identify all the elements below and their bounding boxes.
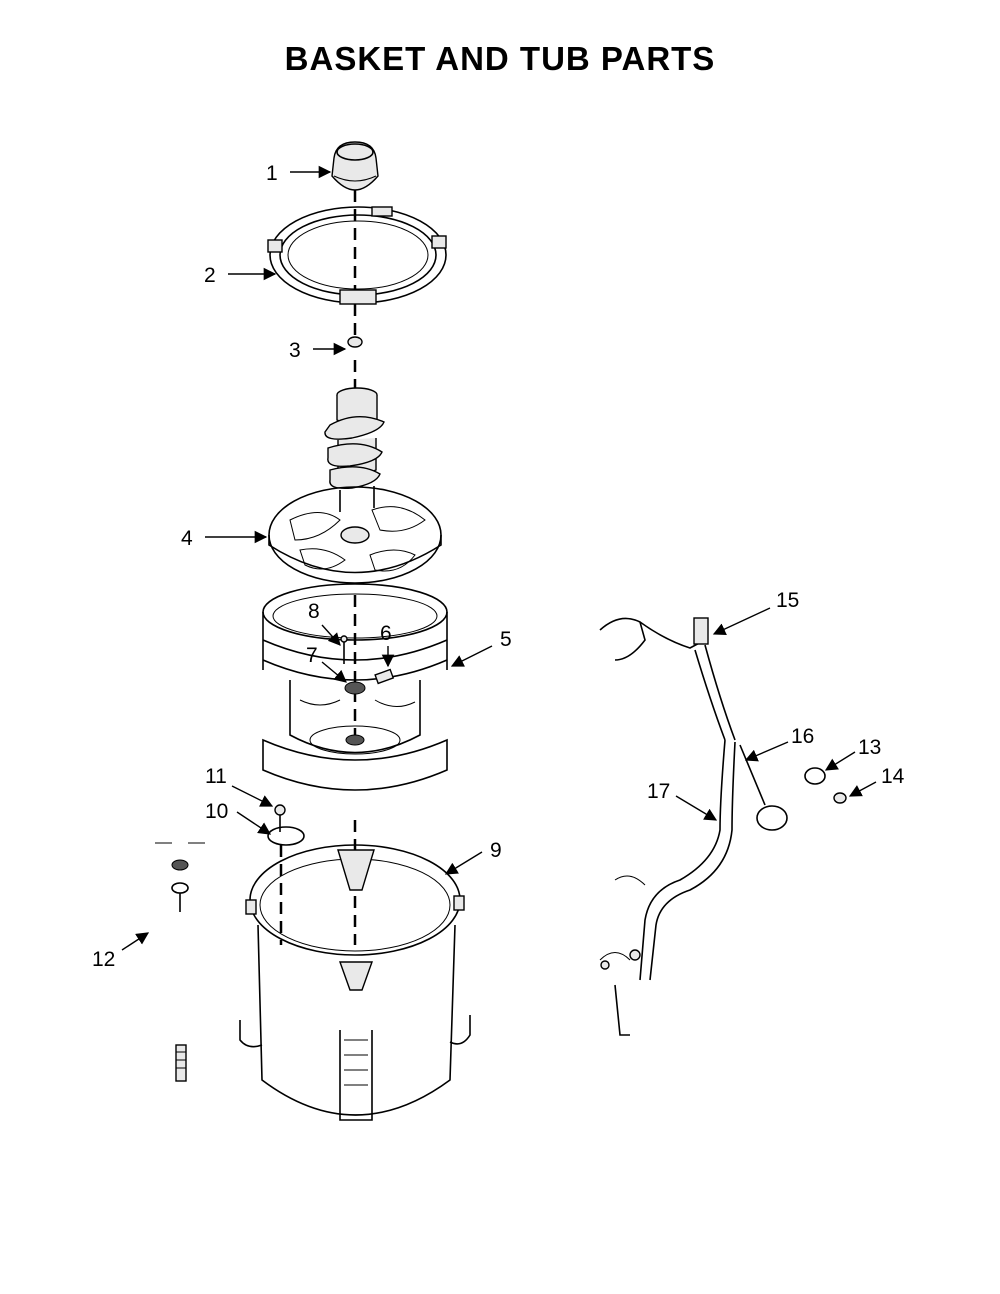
callout-1: 1 <box>266 162 278 185</box>
part-13-cap <box>804 767 826 785</box>
part-14-fastener <box>833 792 847 804</box>
callout-2: 2 <box>204 264 216 287</box>
part-16-hose-clamp <box>739 744 788 831</box>
part-3-washer <box>347 336 363 348</box>
part-7-nut <box>344 681 366 695</box>
callout-14: 14 <box>881 765 905 788</box>
callout-17: 17 <box>647 780 670 803</box>
callout-7: 7 <box>306 644 318 667</box>
auger-column <box>324 387 385 512</box>
page-title: BASKET AND TUB PARTS <box>284 40 716 77</box>
callout-4: 4 <box>181 527 193 550</box>
part-17-drain-hose <box>599 739 736 1036</box>
callout-13: 13 <box>858 736 881 759</box>
part-2-ring <box>267 206 447 305</box>
part-12-leveling-legs <box>155 842 205 1082</box>
part-11-screw <box>274 804 286 832</box>
part-1-agitator-cap <box>331 141 379 191</box>
part-5-basket <box>262 583 448 791</box>
callout-8: 8 <box>308 600 320 623</box>
callout-12: 12 <box>92 948 115 971</box>
part-9-outer-tub <box>239 844 471 1121</box>
part-6-clip <box>374 668 395 685</box>
callout-3: 3 <box>289 339 301 362</box>
callout-11: 11 <box>205 765 227 788</box>
callout-16: 16 <box>791 725 814 748</box>
callout-10: 10 <box>205 800 228 823</box>
callout-5: 5 <box>500 628 512 651</box>
part-10-bracket <box>267 826 305 846</box>
part-4-impeller <box>268 486 442 584</box>
callout-6: 6 <box>380 622 392 645</box>
part-8-screw <box>340 635 348 664</box>
callout-15: 15 <box>776 589 799 612</box>
callout-labels: 1 2 3 4 5 6 7 8 9 10 11 12 13 14 15 16 1… <box>92 162 905 971</box>
leader-arrows <box>121 165 877 951</box>
callout-9: 9 <box>490 839 502 862</box>
part-15-wire-harness <box>599 617 736 741</box>
